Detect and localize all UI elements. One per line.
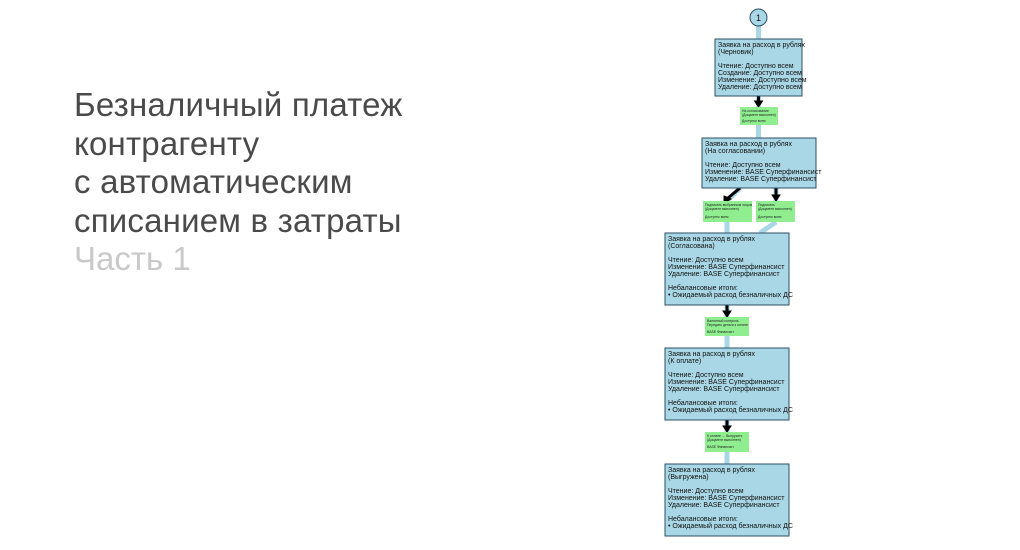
state-title: Заявка на расход в рублях: [668, 350, 755, 358]
transition-access: Доступно всем: [758, 215, 782, 219]
title-line-2: контрагенту: [74, 124, 260, 162]
transition-currency-control: Валютный контроль Передать деньги к опла…: [705, 317, 749, 336]
start-circle: [749, 8, 768, 27]
transition-name: Подписать: [758, 203, 775, 207]
transition-to-approval: На согласование (Документ выполнен) Дост…: [740, 107, 778, 125]
state-title: (К оплате): [668, 358, 701, 365]
transition-export: К оплате → Выгрузить (Документ выполнен)…: [705, 432, 749, 452]
permission-edit: Изменение: BASE Суперфинансист: [705, 169, 822, 176]
state-title: Заявка на расход в рублях: [718, 41, 805, 49]
transition-box: [740, 107, 778, 125]
state-title: Заявка на расход в рублях: [668, 235, 755, 243]
permission-delete: Удаление: BASE Суперфинансист: [668, 271, 780, 278]
transition-access: Доступно всем: [705, 215, 729, 219]
slide-title: Безналичный платеж контрагенту с автомат…: [74, 86, 403, 279]
start-marker: 1: [749, 8, 768, 27]
state-title: (Выгружена): [668, 474, 709, 481]
state-on-approval: Заявка на расход в рублях (На согласован…: [701, 137, 822, 189]
transition-access: BASE Финансист: [707, 330, 734, 334]
permission-edit: Изменение: BASE Суперфинансист: [668, 495, 785, 502]
permission-delete: Удаление: BASE Суперфинансист: [668, 386, 780, 393]
title-line-4: списанием в затраты: [74, 201, 402, 239]
state-box: [701, 137, 817, 189]
start-label: 1: [756, 13, 761, 23]
totals-item: • Ожидаемый расход безналичных ДС: [668, 406, 793, 414]
transition-name: (Документ выполнен): [707, 438, 741, 442]
arrow-5-head: [722, 425, 732, 433]
transition-name: (Документ выполнен): [758, 207, 792, 211]
transition-box: [756, 201, 795, 222]
permission-read: Чтение: Доступно всем: [718, 63, 794, 70]
permission-read: Чтение: Доступно всем: [668, 257, 744, 264]
totals-label: Небалансовые итоги:: [668, 399, 738, 407]
transition-box: [705, 317, 749, 336]
transition-name: На согласование: [742, 109, 769, 113]
totals-item: • Ожидаемый расход безналичных ДС: [668, 291, 793, 299]
transition-access: BASE Финансист: [707, 445, 734, 449]
transition-name: Подписать выбранным лицом: [705, 203, 753, 207]
permission-read: Чтение: Доступно всем: [705, 162, 781, 169]
transition-name: К оплате → Выгрузить: [707, 434, 743, 438]
state-to-pay: Заявка на расход в рублях (К оплате) Чте…: [664, 347, 793, 421]
state-box: [664, 463, 790, 537]
permission-edit: Изменение: BASE Суперфинансист: [668, 379, 785, 386]
state-box: [714, 38, 803, 97]
permission-read: Чтение: Доступно всем: [668, 372, 744, 379]
title-line-1: Безналичный платеж: [74, 86, 403, 123]
state-title: Заявка на расход в рублях: [705, 140, 792, 148]
transition-name: (Документ выполнен): [705, 207, 739, 211]
slide-subtitle: Часть 1: [74, 240, 191, 277]
permission-delete: Удаление: BASE Суперфинансист: [668, 502, 780, 509]
permission-delete: Удаление: Доступно всем: [718, 84, 802, 91]
state-title: (На согласовании): [705, 148, 765, 155]
arrow-3-head: [771, 194, 781, 202]
transition-access: Доступно всем: [742, 119, 766, 123]
state-box: [664, 232, 790, 306]
permission-edit: Изменение: Доступно всем: [718, 77, 807, 84]
transition-box: [703, 201, 752, 222]
state-title: (Черновик): [718, 49, 754, 56]
transition-name: Валютный контроль: [707, 319, 739, 323]
state-approved: Заявка на расход в рублях (Согласована) …: [664, 232, 793, 306]
transition-sign: Подписать (Документ выполнен) Доступно в…: [756, 201, 795, 222]
totals-label: Небалансовые итоги:: [668, 284, 738, 292]
state-exported: Заявка на расход в рублях (Выгружена) Чт…: [664, 463, 793, 537]
connector-t3-s3: [758, 219, 778, 236]
transition-sign-by-person: Подписать выбранным лицом (Документ выпо…: [703, 201, 753, 222]
state-title: Заявка на расход в рублях: [668, 466, 755, 474]
transition-box: [705, 432, 749, 452]
transition-name: Передать деньги к оплате: [707, 323, 748, 327]
transition-name: (Документ выполнен): [742, 113, 776, 117]
state-box: [664, 347, 790, 421]
permission-delete: Удаление: BASE Суперфинансист: [705, 176, 817, 183]
arrows: [722, 96, 781, 433]
arrow-1-head: [753, 100, 764, 108]
totals-item: • Ожидаемый расход безналичных ДС: [668, 522, 793, 530]
permission-edit: Изменение: BASE Суперфинансист: [668, 264, 785, 271]
state-draft: Заявка на расход в рублях (Черновик) Чте…: [714, 38, 807, 97]
permission-create: Создание: Доступно всем: [718, 70, 802, 77]
arrow-2: [727, 186, 741, 200]
state-title: (Согласована): [668, 243, 715, 250]
arrow-4-head: [722, 310, 732, 318]
permission-read: Чтение: Доступно всем: [668, 488, 744, 495]
totals-label: Небалансовые итоги:: [668, 515, 738, 523]
title-line-3: с автоматическим: [74, 163, 353, 200]
